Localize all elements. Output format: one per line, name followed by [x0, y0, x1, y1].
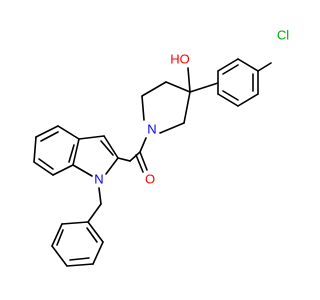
bond	[135, 154, 144, 173]
bond	[61, 221, 89, 225]
indole-nitrogen-label: N	[94, 171, 103, 186]
bond	[189, 82, 219, 93]
bond	[141, 95, 145, 121]
hydroxyl-label: HO	[170, 51, 190, 66]
bond	[33, 136, 37, 163]
bond	[222, 64, 239, 75]
bond	[257, 62, 272, 72]
bond	[217, 93, 239, 107]
bond	[165, 81, 191, 93]
bond	[159, 122, 185, 134]
chlorine-label: Cl	[277, 27, 289, 42]
bond	[57, 125, 80, 140]
bond	[98, 187, 102, 205]
bond	[38, 158, 54, 170]
bond	[105, 157, 119, 175]
bond	[217, 58, 239, 72]
bond	[86, 227, 98, 243]
bond	[40, 131, 59, 142]
bond	[72, 138, 80, 166]
bond	[56, 229, 64, 246]
carbonyl-oxygen-label: O	[145, 171, 155, 186]
bond	[187, 67, 191, 93]
bond	[66, 263, 94, 267]
bond	[141, 81, 167, 97]
bond	[33, 161, 54, 176]
bond	[35, 125, 59, 138]
bond	[69, 257, 90, 261]
bond	[117, 157, 131, 162]
bond	[87, 221, 104, 243]
bond	[139, 137, 147, 153]
chlorophenyl-ring	[217, 58, 272, 107]
bond	[52, 164, 74, 176]
bond	[100, 140, 114, 156]
bond	[237, 93, 259, 107]
bond	[237, 58, 259, 72]
bond	[129, 151, 141, 162]
piperidine-nitrogen-label: N	[147, 121, 156, 136]
bond	[51, 223, 63, 247]
bond	[51, 245, 68, 267]
indole-system	[33, 125, 131, 177]
bond	[103, 135, 119, 159]
benzyl-phenyl-ring	[51, 221, 104, 267]
bond	[72, 164, 93, 177]
structure-canvas: Cl HO N O	[33, 27, 289, 267]
piperidine-ring	[141, 67, 219, 134]
bond	[87, 203, 102, 223]
bond	[222, 90, 239, 101]
bond	[68, 144, 75, 163]
bond	[78, 135, 105, 140]
bond	[92, 241, 104, 265]
molecule-diagram: Cl HO N O	[33, 27, 289, 267]
bond	[139, 151, 148, 171]
bond	[183, 91, 191, 124]
